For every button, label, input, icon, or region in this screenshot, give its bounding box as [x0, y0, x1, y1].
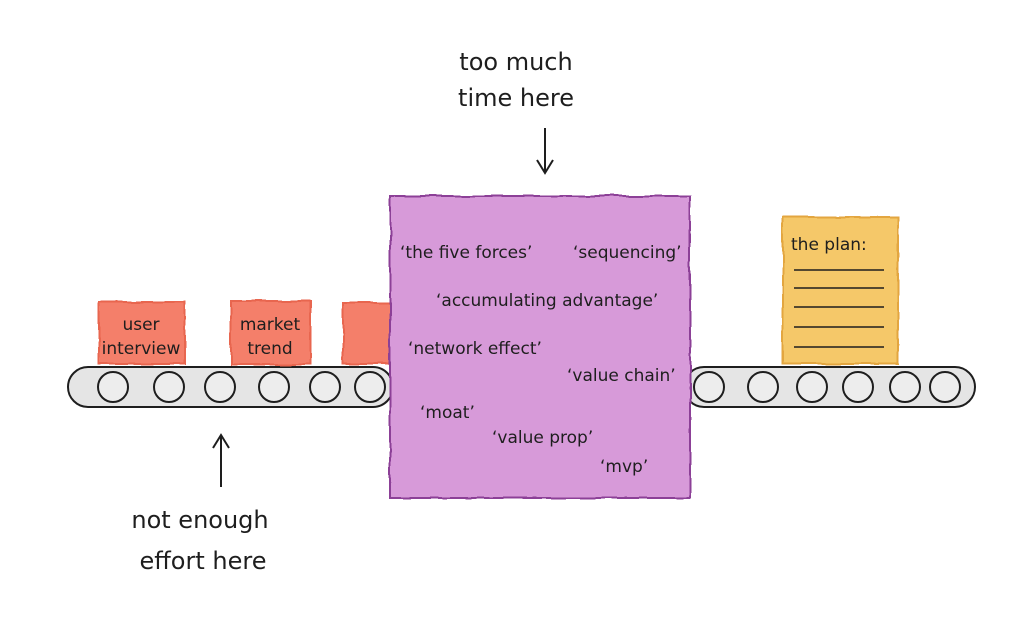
roller-icon: [97, 371, 129, 403]
jargon-mvp: ‘mvp’: [600, 457, 648, 477]
roller-icon: [842, 371, 874, 403]
roller-icon: [747, 371, 779, 403]
jargon-moat: ‘moat’: [420, 403, 475, 423]
input-box-line2: trend: [247, 339, 292, 359]
roller-icon: [153, 371, 185, 403]
roller-icon: [204, 371, 236, 403]
plan-title: the plan:: [791, 235, 867, 255]
input-box-entering: [342, 302, 392, 365]
jargon-network-effect: ‘network effect’: [408, 339, 542, 359]
jargon-value-chain: ‘value chain’: [567, 366, 676, 386]
top-annotation-line1: too much: [459, 48, 572, 76]
input-box-line2: interview: [102, 339, 181, 359]
bottom-annotation: not enough effort here: [131, 433, 269, 575]
plan-document: the plan:: [782, 216, 899, 365]
input-box-line1: market: [240, 315, 301, 335]
input-box-line1: user: [122, 315, 159, 335]
roller-icon: [693, 371, 725, 403]
left-conveyor: [67, 366, 394, 408]
roller-icon: [889, 371, 921, 403]
jargon-sequencing: ‘sequencing’: [573, 243, 682, 263]
roller-icon: [258, 371, 290, 403]
top-annotation-line2: time here: [458, 84, 574, 112]
arrow-down-icon: [536, 128, 554, 175]
input-box-user-interview: user interview: [98, 301, 186, 365]
input-box-market-trend: market trend: [230, 300, 312, 365]
strategy-machine: ‘the five forces’ ‘sequencing’ ‘accumula…: [389, 195, 691, 499]
top-annotation: too much time here: [458, 48, 574, 175]
roller-icon: [796, 371, 828, 403]
jargon-five-forces: ‘the five forces’: [400, 243, 532, 263]
right-conveyor: [683, 366, 976, 408]
jargon-accumulating-advantage: ‘accumulating advantage’: [436, 291, 658, 311]
roller-icon: [929, 371, 961, 403]
bottom-annotation-line1: not enough: [131, 506, 268, 534]
left-rollers: [97, 371, 386, 403]
arrow-up-icon: [212, 433, 230, 487]
right-rollers: [693, 371, 961, 403]
roller-icon: [309, 371, 341, 403]
bottom-annotation-line2: effort here: [140, 547, 267, 575]
jargon-value-prop: ‘value prop’: [492, 428, 593, 448]
roller-icon: [354, 371, 386, 403]
